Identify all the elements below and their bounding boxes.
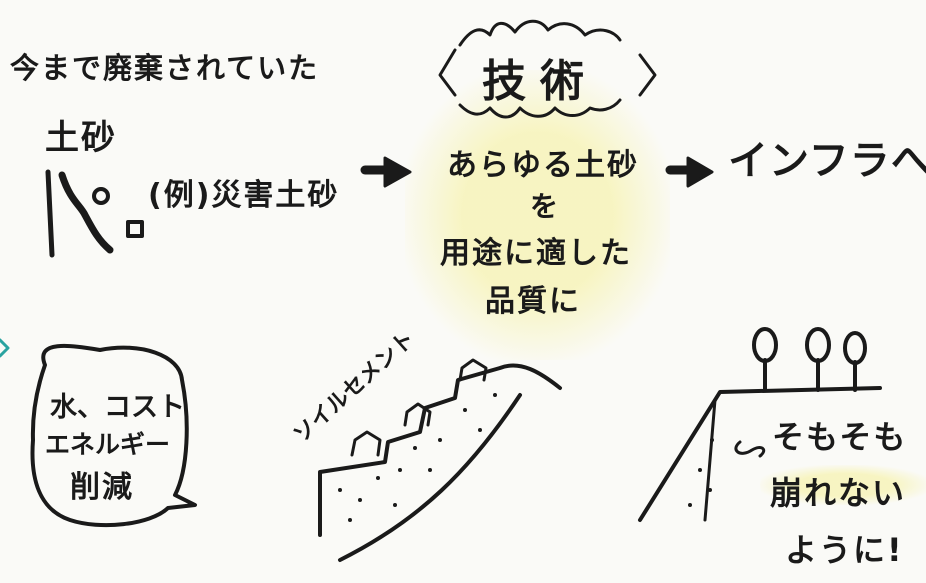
slope-highlight: [760, 465, 926, 505]
slope-line1: そもそも: [772, 418, 908, 456]
previously-discarded-text: 今まで廃棄されていた: [10, 51, 320, 85]
slope-line3: ように!: [785, 531, 904, 569]
slope-line2: 崩れない: [770, 474, 907, 512]
tech-line3: 用途に適した: [440, 236, 632, 271]
tech-highlight: [405, 70, 670, 360]
stairs-drawing: [318, 358, 562, 562]
soil-text: 土砂: [45, 118, 117, 158]
bubble-line1: 水、コスト: [50, 392, 185, 423]
infra-text: インフラへ: [728, 138, 926, 184]
disaster-soil-text: (例)災害土砂: [148, 178, 340, 213]
teal-mark: [0, 338, 10, 358]
stairs-dots: [338, 393, 497, 522]
tech-line2: を: [530, 190, 561, 223]
bubble-line2: エネルギー: [45, 430, 171, 459]
tech-line1: あらゆる土砂: [447, 148, 639, 183]
tech-burst: [438, 19, 657, 119]
slope-dots: [688, 438, 714, 507]
slope-drawing: [638, 327, 882, 522]
bubble-line3: 削減: [70, 470, 134, 505]
tech-line4: 品質に: [485, 284, 581, 319]
arrow-icon-2: [665, 156, 714, 188]
landslide-icon: [45, 169, 144, 258]
arrow-icon: [360, 156, 412, 188]
tech-title: 技術: [482, 56, 598, 107]
speech-bubble: [30, 343, 197, 528]
